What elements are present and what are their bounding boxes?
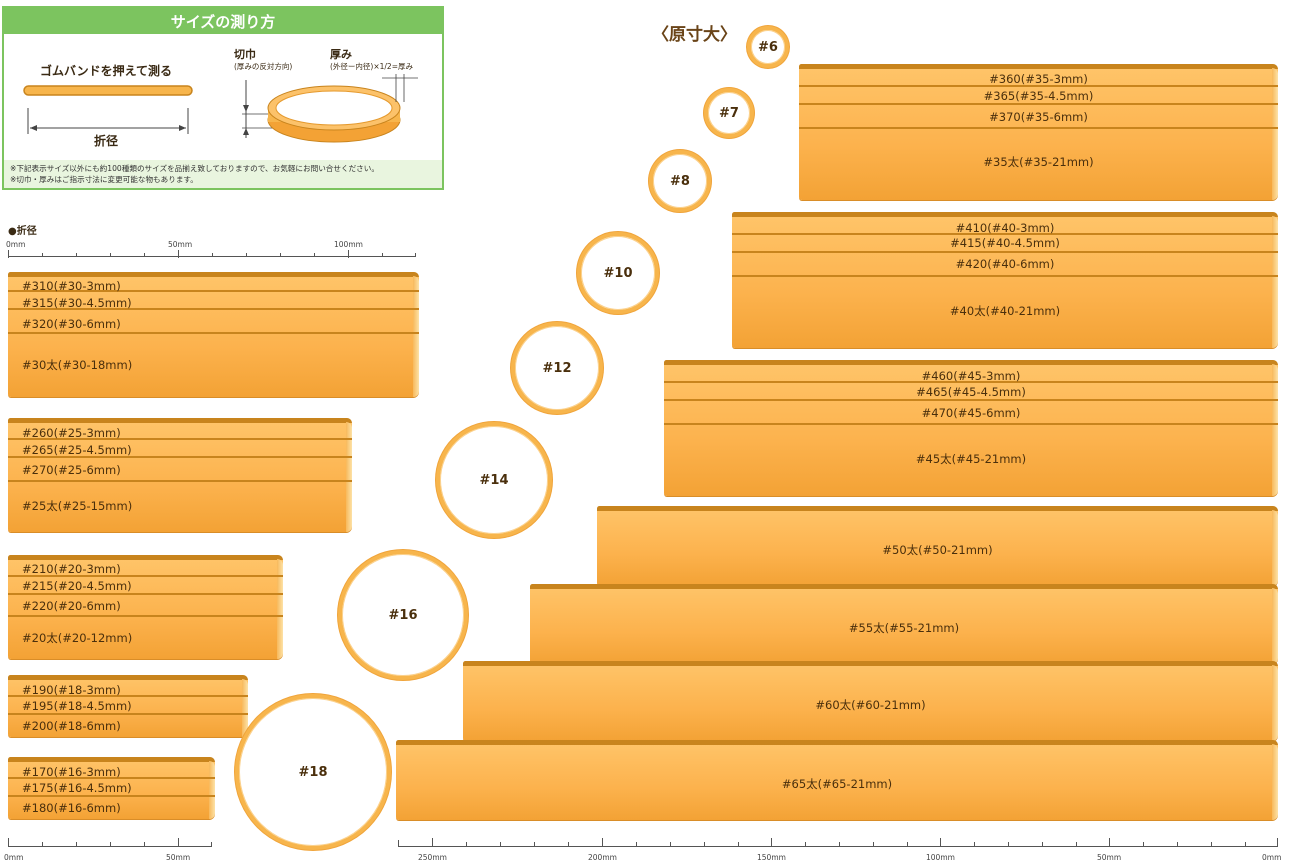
cut-width-title: 切巾 <box>234 48 256 61</box>
ring-8: #8 <box>649 150 711 212</box>
ring-6: #6 <box>747 26 789 68</box>
band-label: #320(#30-6mm) <box>22 317 121 331</box>
band-label: #270(#25-6mm) <box>22 463 121 477</box>
band-label: #40太(#40-21mm) <box>949 304 1061 318</box>
actual-size-label: 〈原寸大〉 <box>652 25 737 45</box>
band-label: #215(#20-4.5mm) <box>22 579 132 593</box>
ring-label: #8 <box>670 173 690 189</box>
thickness-title: 厚み <box>330 48 352 61</box>
band-label: #30太(#30-18mm) <box>22 358 133 372</box>
band-label: #220(#20-6mm) <box>22 599 121 613</box>
bottom-ruler-label: 0mm <box>1262 853 1282 862</box>
band-label: #55太(#55-21mm) <box>848 621 960 635</box>
band-label: #265(#25-4.5mm) <box>22 443 132 457</box>
ring-7: #7 <box>704 88 754 138</box>
ring-label: #12 <box>542 360 572 376</box>
ring-label: #18 <box>298 764 328 780</box>
band-60: #60太(#60-21mm) <box>463 661 1278 741</box>
band-label: #190(#18-3mm) <box>22 683 121 697</box>
ring-label: #10 <box>603 265 633 281</box>
ring-label: #14 <box>479 472 509 488</box>
fold-diameter-section-label: ●折径 <box>8 226 37 237</box>
ring-12: #12 <box>511 322 603 414</box>
measurement-guide-title: サイズの測り方 <box>4 8 442 34</box>
bottom-left-ruler-label: 50mm <box>166 853 191 862</box>
band-label: #470(#45-6mm) <box>921 406 1021 420</box>
thickness-subtitle: (外径ー内径)×1/2=厚み <box>330 62 413 71</box>
band-label: #20太(#20-12mm) <box>22 631 133 645</box>
band-55: #55太(#55-21mm) <box>530 584 1278 664</box>
band-label: #420(#40-6mm) <box>955 257 1055 271</box>
ring-18: #18 <box>235 694 391 850</box>
band-label: #365(#35-4.5mm) <box>983 89 1094 103</box>
band-label: #260(#25-3mm) <box>22 426 121 440</box>
bottom-left-ruler-label: 0mm <box>4 853 24 862</box>
left-ruler-label: 50mm <box>168 240 193 249</box>
ring-label: #16 <box>388 607 418 623</box>
band-label: #310(#30-3mm) <box>22 279 121 293</box>
measurement-guide-box: サイズの測り方 ゴムバンドを押えて測る 折径 切巾 (厚みの反対方向) 厚み (… <box>2 6 444 190</box>
band-label: #195(#18-4.5mm) <box>22 699 132 713</box>
note-line-1: ※下記表示サイズ以外にも約100種類のサイズを品揃え致しておりますので、お気軽に… <box>10 164 379 173</box>
band-label: #65太(#65-21mm) <box>781 777 893 791</box>
cut-width-subtitle: (厚みの反対方向) <box>234 62 293 71</box>
band-50: #50太(#50-21mm) <box>597 506 1278 586</box>
ring-label: #6 <box>758 39 778 55</box>
band-label: #25太(#25-15mm) <box>22 499 133 513</box>
band-label: #360(#35-3mm) <box>989 72 1088 86</box>
note-line-2: ※切巾・厚みはご指示寸法に変更可能な物もあります。 <box>10 175 198 184</box>
fold-diameter-label: 折径 <box>94 134 119 148</box>
bottom-ruler-label: 150mm <box>757 853 786 862</box>
band-label: #370(#35-6mm) <box>989 110 1088 124</box>
infobox-notes: ※下記表示サイズ以外にも約100種類のサイズを品揃え致しておりますので、お気軽に… <box>4 160 442 188</box>
band-label: #35太(#35-21mm) <box>983 155 1094 169</box>
press-measure-label: ゴムバンドを押えて測る <box>40 64 173 78</box>
band-group-18: #190(#18-3mm) #195(#18-4.5mm) #200(#18-6… <box>8 675 248 737</box>
band-label: #410(#40-3mm) <box>955 221 1055 235</box>
bottom-ruler-label: 250mm <box>418 853 447 862</box>
band-label: #210(#20-3mm) <box>22 562 121 576</box>
bottom-ruler-label: 50mm <box>1097 853 1122 862</box>
left-ruler-label: 100mm <box>334 240 363 249</box>
band-label: #175(#16-4.5mm) <box>22 781 132 795</box>
band-label: #170(#16-3mm) <box>22 765 121 779</box>
left-ruler-label: 0mm <box>6 240 26 249</box>
band-label: #180(#16-6mm) <box>22 801 121 815</box>
band-group-40: #410(#40-3mm) #415(#40-4.5mm) #420(#40-6… <box>732 212 1278 348</box>
ring-10: #10 <box>577 232 659 314</box>
band-group-20: #210(#20-3mm) #215(#20-4.5mm) #220(#20-6… <box>8 555 283 659</box>
band-label: #60太(#60-21mm) <box>815 698 926 712</box>
ring-band-illustration <box>242 74 418 143</box>
band-label: #465(#45-4.5mm) <box>916 385 1026 399</box>
band-group-35: #360(#35-3mm) #365(#35-4.5mm) #370(#35-6… <box>799 64 1278 200</box>
band-group-25: #260(#25-3mm) #265(#25-4.5mm) #270(#25-6… <box>8 418 352 532</box>
flat-band-illustration <box>23 85 193 134</box>
band-label: #200(#18-6mm) <box>22 719 121 733</box>
band-label: #415(#40-4.5mm) <box>950 236 1060 250</box>
bottom-ruler-label: 200mm <box>588 853 617 862</box>
ring-16: #16 <box>338 550 468 680</box>
bottom-ruler-label: 100mm <box>926 853 955 862</box>
band-label: #315(#30-4.5mm) <box>22 296 132 310</box>
ring-14: #14 <box>436 422 552 538</box>
band-group-45: #460(#45-3mm) #465(#45-4.5mm) #470(#45-6… <box>664 360 1278 496</box>
band-65: #65太(#65-21mm) <box>396 740 1278 820</box>
band-group-16: #170(#16-3mm) #175(#16-4.5mm) #180(#16-6… <box>8 757 215 819</box>
band-label: #460(#45-3mm) <box>921 369 1021 383</box>
band-label: #45太(#45-21mm) <box>915 452 1027 466</box>
band-label: #50太(#50-21mm) <box>882 543 993 557</box>
ring-label: #7 <box>719 105 739 121</box>
band-group-30: #310(#30-3mm) #315(#30-4.5mm) #320(#30-6… <box>8 272 419 397</box>
